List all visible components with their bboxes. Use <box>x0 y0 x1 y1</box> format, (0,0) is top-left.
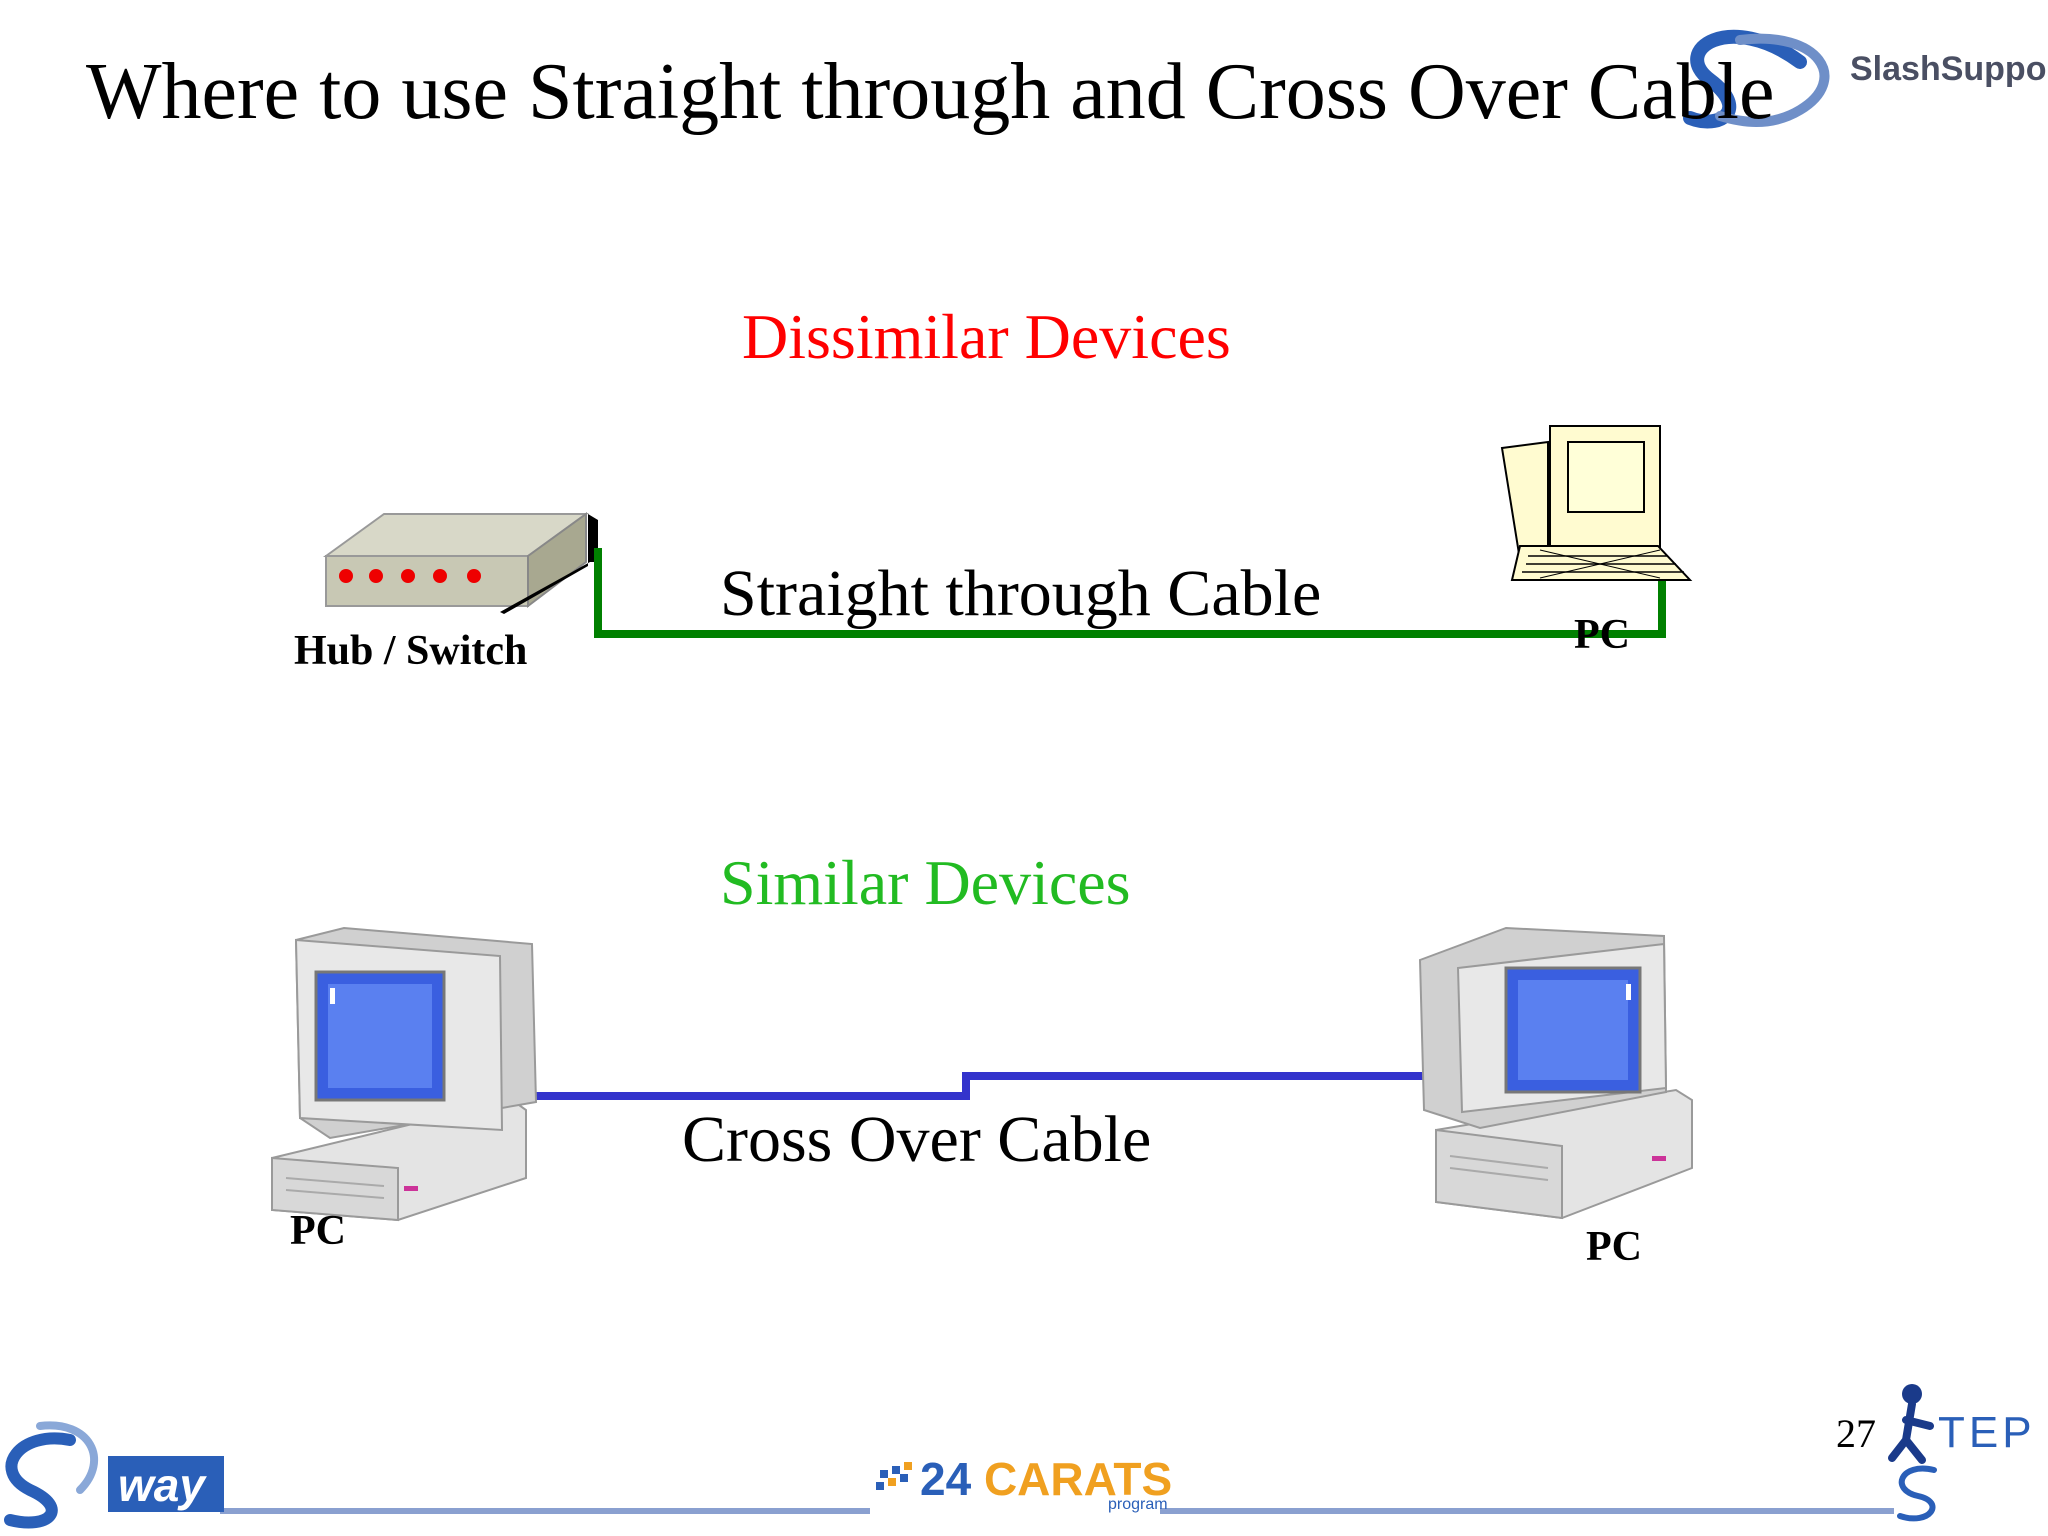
pc-bottom-left-label: PC <box>290 1208 346 1254</box>
hub-switch-icon <box>322 512 598 614</box>
slide-title: Where to use Straight through and Cross … <box>86 48 1775 136</box>
slashsupport-brand-text: SlashSupport <box>1850 50 2048 88</box>
carats-number: 24 <box>920 1453 972 1505</box>
step-logo-text: TEP <box>1938 1408 2036 1457</box>
straight-through-cable-label: Straight through Cable <box>720 557 1322 630</box>
step-logo-icon <box>1888 1384 1937 1522</box>
carats-logo-text: 24 CARATS <box>920 1452 1172 1506</box>
carats-grid-icon <box>876 1462 912 1490</box>
pc-left-icon <box>271 926 538 1222</box>
pc-right-icon <box>1418 926 1693 1220</box>
carats-word: CARATS <box>983 1453 1173 1505</box>
slashsupport-logo-icon <box>1683 29 1830 129</box>
cross-over-cable-label: Cross Over Cable <box>682 1103 1152 1176</box>
hub-switch-label: Hub / Switch <box>294 628 528 674</box>
pc-outline-icon <box>1500 425 1693 581</box>
pc-top-right-label: PC <box>1574 612 1630 658</box>
sway-logo-icon <box>4 1421 224 1529</box>
straight-through-cable <box>594 548 1666 638</box>
pc-bottom-right-label: PC <box>1586 1224 1642 1270</box>
similar-devices-heading: Similar Devices <box>720 847 1131 918</box>
carats-program-text: program <box>1108 1496 1168 1513</box>
sway-logo-text: way <box>118 1459 205 1511</box>
dissimilar-devices-heading: Dissimilar Devices <box>742 301 1231 372</box>
cross-over-cable <box>506 1072 1428 1100</box>
page-number: 27 <box>1836 1411 1876 1456</box>
